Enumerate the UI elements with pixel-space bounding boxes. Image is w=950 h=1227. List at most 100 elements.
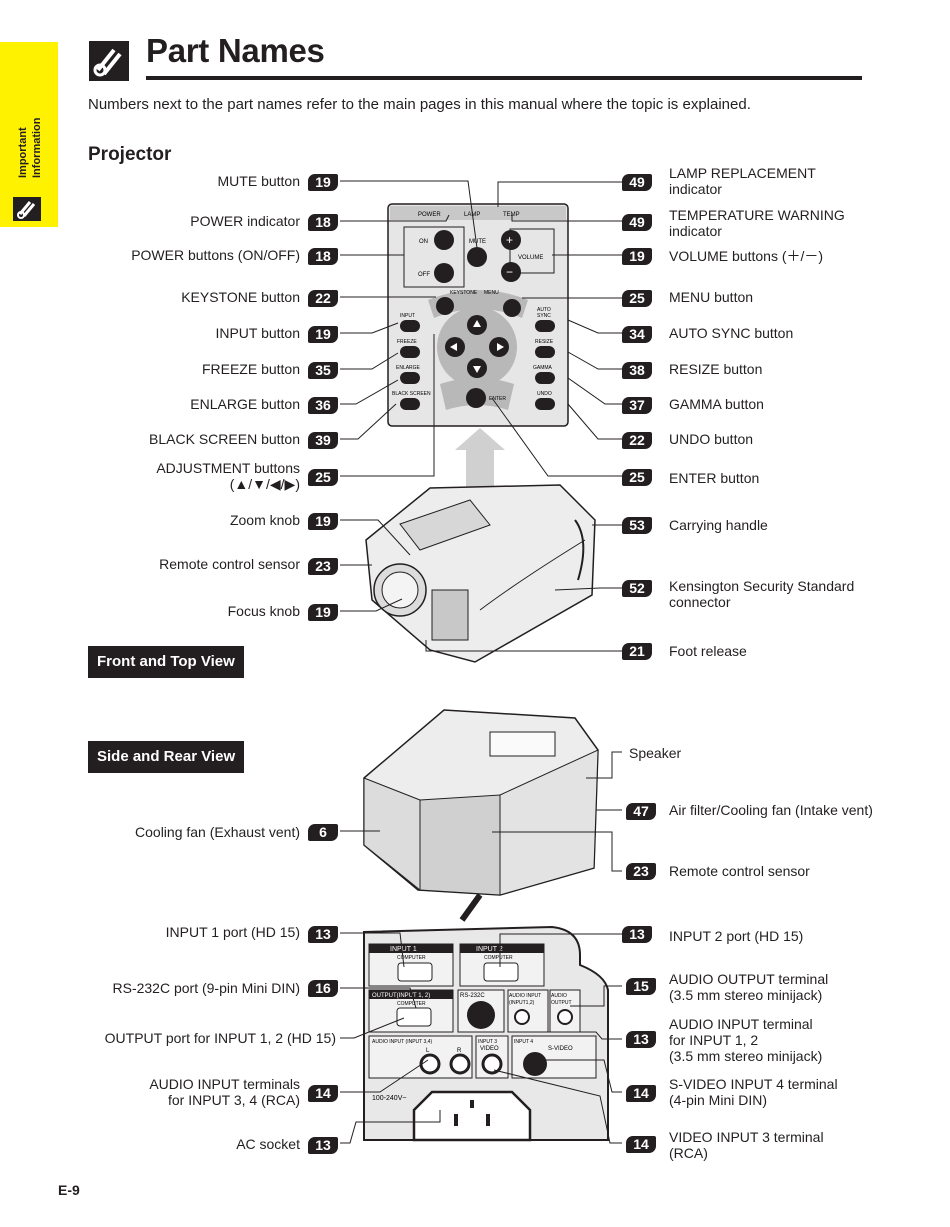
page-badge: 21 <box>622 643 652 660</box>
focus-knob-label: Focus knob <box>227 603 300 619</box>
power-buttons-label: POWER buttons (ON/OFF) <box>131 247 300 263</box>
power-indicator-label: POWER indicator <box>190 213 300 229</box>
volume-buttons-label: VOLUME buttons (＋/－) <box>669 248 824 264</box>
rear-input3-text: INPUT 3 <box>478 1039 497 1045</box>
page-badge: 35 <box>308 362 338 379</box>
panel-enter-text: ENTER <box>489 396 506 402</box>
panel-auto-text: AUTO <box>537 307 551 313</box>
page-badge: 53 <box>622 517 652 534</box>
page-badge: 22 <box>622 432 652 449</box>
page-badge: 19 <box>622 248 652 265</box>
page-number: E-9 <box>58 1182 80 1198</box>
page-badge: 47 <box>626 803 656 820</box>
rear-rs232-text: RS-232C <box>460 993 485 999</box>
input2-port-label: INPUT 2 port (HD 15) <box>669 928 804 944</box>
rear-computer1-text: COMPUTER <box>397 955 426 961</box>
rear-audio-output-text: OUTPUT <box>551 1000 572 1006</box>
page-title: Part Names <box>146 32 325 69</box>
page-badge: 18 <box>308 214 338 231</box>
info-icon <box>13 197 41 221</box>
audio-output-label: AUDIO OUTPUT terminal <box>669 971 829 987</box>
page-badge: 36 <box>308 397 338 414</box>
panel-input-text: INPUT <box>400 313 415 319</box>
page-badge: 13 <box>308 926 338 943</box>
panel-menu-text: MENU <box>484 290 499 296</box>
panel-undo-text: UNDO <box>537 391 552 397</box>
page-badge: 25 <box>622 469 652 486</box>
adjustment-buttons-label: ADJUSTMENT buttons <box>156 460 300 476</box>
side-tab-line2: Information <box>31 117 43 178</box>
output-port-label: OUTPUT port for INPUT 1, 2 (HD 15) <box>104 1030 336 1046</box>
page-badge: 14 <box>626 1085 656 1102</box>
page-badge: 39 <box>308 432 338 449</box>
panel-gamma-text: GAMMA <box>533 365 553 371</box>
rear-r-text: R <box>457 1048 462 1054</box>
page-badge: 49 <box>622 214 652 231</box>
page-badge: 25 <box>308 469 338 486</box>
page-badge: 19 <box>308 604 338 621</box>
panel-power-text: POWER <box>418 212 441 218</box>
svg-text:+: + <box>506 233 513 247</box>
audio-input-12-label-line3: (3.5 mm stereo minijack) <box>669 1048 823 1064</box>
temperature-warning-label: TEMPERATURE WARNING <box>669 207 845 223</box>
page-badge: 14 <box>626 1136 656 1153</box>
foot-release-label: Foot release <box>669 643 747 659</box>
rear-audio-input34-text: AUDIO INPUT (INPUT 3,4) <box>372 1039 432 1045</box>
rear-computer3-text: COMPUTER <box>397 1001 426 1007</box>
page-badge: 49 <box>622 174 652 191</box>
rear-connector-panel: INPUT 1 COMPUTER INPUT 2 COMPUTER OUTPUT… <box>363 925 609 1142</box>
speaker-label: Speaker <box>629 745 682 761</box>
rear-voltage-text: 100-240V~ <box>372 1095 406 1102</box>
page-badge: 16 <box>308 980 338 997</box>
page-badge: 22 <box>308 290 338 307</box>
remote-sensor-front-label: Remote control sensor <box>159 556 300 572</box>
enter-button-label: ENTER button <box>669 470 760 486</box>
page-badge: 52 <box>622 580 652 597</box>
side-tab <box>0 42 58 227</box>
remote-sensor-rear-label: Remote control sensor <box>669 863 810 879</box>
panel-mute-text: MUTE <box>469 239 486 245</box>
lamp-replacement-label: LAMP REPLACEMENT <box>669 165 816 181</box>
input1-port-label: INPUT 1 port (HD 15) <box>165 924 300 940</box>
auto-sync-button-label: AUTO SYNC button <box>669 325 794 341</box>
panel-enlarge-text: ENLARGE <box>396 365 421 371</box>
page-badge: 6 <box>308 824 338 841</box>
audio-input-rca-label-line2: for INPUT 3, 4 (RCA) <box>168 1092 300 1108</box>
page-badge: 34 <box>622 326 652 343</box>
svg-text:−: − <box>506 265 513 279</box>
kensington-label-line2: connector <box>669 594 731 610</box>
freeze-button-label: FREEZE button <box>201 361 300 377</box>
page-badge: 14 <box>308 1085 338 1102</box>
page-badge: 19 <box>308 513 338 530</box>
ac-socket-label: AC socket <box>236 1136 300 1152</box>
temperature-warning-label-line2: indicator <box>669 223 722 239</box>
side-tab-label: Important Information <box>17 117 43 178</box>
video-input-label-line2: (RCA) <box>669 1145 708 1161</box>
page-badge: 18 <box>308 248 338 265</box>
zoom-knob-label: Zoom knob <box>229 512 300 528</box>
page-badge: 19 <box>308 174 338 191</box>
page-badge: 19 <box>308 326 338 343</box>
rear-audio-input-sub-text: (INPUT1,2) <box>509 1000 535 1006</box>
front-top-view-label: Front and Top View <box>88 646 244 678</box>
panel-off-text: OFF <box>418 272 430 278</box>
page-badge: 13 <box>626 1031 656 1048</box>
enlarge-button-label: ENLARGE button <box>190 396 300 412</box>
rear-output-text: OUTPUT(INPUT 1, 2) <box>372 993 430 999</box>
page-badge: 23 <box>308 558 338 575</box>
rear-input1-text: INPUT 1 <box>390 946 417 953</box>
page-badge: 38 <box>622 362 652 379</box>
side-rear-view-label: Side and Rear View <box>88 741 245 773</box>
panel-freeze-text: FREEZE <box>397 339 417 345</box>
panel-volume-text: VOLUME <box>518 255 543 261</box>
panel-sync-text: SYNC <box>537 313 551 319</box>
page-badge: 13 <box>622 926 652 943</box>
page-badge: 13 <box>308 1137 338 1154</box>
rs232c-port-label: RS-232C port (9-pin Mini DIN) <box>112 980 301 996</box>
panel-keystone-text: KEYSTONE <box>450 290 478 296</box>
input-button-label: INPUT button <box>215 325 300 341</box>
rear-input2-text: INPUT 2 <box>476 946 503 953</box>
keystone-button-label: KEYSTONE button <box>181 289 300 305</box>
title-rule <box>146 76 862 80</box>
